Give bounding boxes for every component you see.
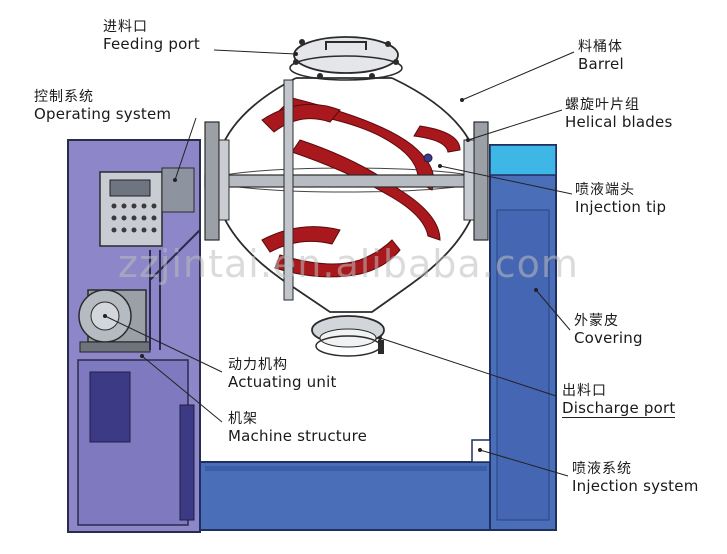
feeding-port-rim: [289, 55, 403, 81]
label-discharge-port-cn: 出料口: [562, 383, 607, 399]
label-machine-structure-en: Machine structure: [228, 427, 368, 445]
leader-dots: [103, 52, 538, 452]
feeding-port-handle: [325, 41, 367, 50]
label-actuating-unit-en: Actuating unit: [228, 373, 337, 391]
watermark: zzjintai.en.alibaba.com: [118, 242, 579, 286]
discharge-port-inner: [319, 328, 377, 348]
left-cabinet-door: [89, 371, 131, 443]
label-barrel-cn: 料桶体: [578, 39, 623, 55]
label-operating-system: 控制系统 Operating system: [34, 90, 171, 122]
label-helical-blades-cn: 螺旋叶片组: [565, 97, 640, 113]
support-struts: [149, 229, 201, 350]
label-operating-system-en: Operating system: [34, 105, 172, 123]
label-injection-tip: 喷液端头 Injection tip: [575, 183, 666, 215]
feeding-port-bolts: [293, 39, 399, 79]
label-machine-structure: 机架 Machine structure: [228, 412, 367, 444]
left-flange: [218, 139, 230, 221]
right-column-top-liquid: [489, 144, 557, 176]
label-injection-tip-cn: 喷液端头: [575, 182, 635, 198]
label-injection-tip-en: Injection tip: [575, 198, 667, 216]
discharge-valve-handle: [378, 340, 384, 354]
main-shaft: [204, 174, 488, 188]
label-covering-en: Covering: [574, 329, 643, 347]
label-injection-system-cn: 喷液系统: [572, 461, 632, 477]
shaft-vertical: [283, 79, 294, 301]
label-discharge-port: 出料口 Discharge port: [562, 383, 676, 418]
label-injection-system: 喷液系统 Injection system: [572, 462, 699, 494]
label-machine-structure-cn: 机架: [228, 411, 258, 427]
injection-tip-nozzle: [423, 153, 433, 163]
label-covering-cn: 外蒙皮: [574, 313, 619, 329]
label-barrel: 料桶体 Barrel: [578, 40, 624, 72]
label-operating-system-cn: 控制系统: [34, 89, 94, 105]
base-trough: [199, 461, 491, 531]
label-feeding-port-en: Feeding port: [103, 35, 200, 53]
label-injection-system-en: Injection system: [572, 477, 699, 495]
left-cabinet-slot: [179, 404, 195, 521]
helical-blades: [261, 97, 461, 278]
label-helical-blades: 螺旋叶片组 Helical blades: [565, 98, 672, 130]
label-helical-blades-en: Helical blades: [565, 113, 673, 131]
control-screen: [109, 179, 151, 197]
feeding-port-lid: [293, 36, 399, 74]
right-flange: [463, 139, 475, 221]
label-covering: 外蒙皮 Covering: [574, 314, 643, 346]
motor-base: [79, 341, 151, 353]
label-actuating-unit-cn: 动力机构: [228, 357, 288, 373]
panel-mount: [161, 167, 195, 213]
leader-lines: [104, 49, 575, 477]
label-feeding-port-cn: 进料口: [103, 19, 148, 35]
label-actuating-unit: 动力机构 Actuating unit: [228, 358, 337, 390]
left-bearing: [204, 121, 220, 241]
control-buttons: [111, 203, 157, 233]
right-bearing: [473, 121, 489, 241]
label-feeding-port: 进料口 Feeding port: [103, 20, 200, 52]
base-inner-edge: [205, 466, 487, 471]
label-barrel-en: Barrel: [578, 55, 624, 73]
label-discharge-port-en: Discharge port: [562, 399, 676, 418]
